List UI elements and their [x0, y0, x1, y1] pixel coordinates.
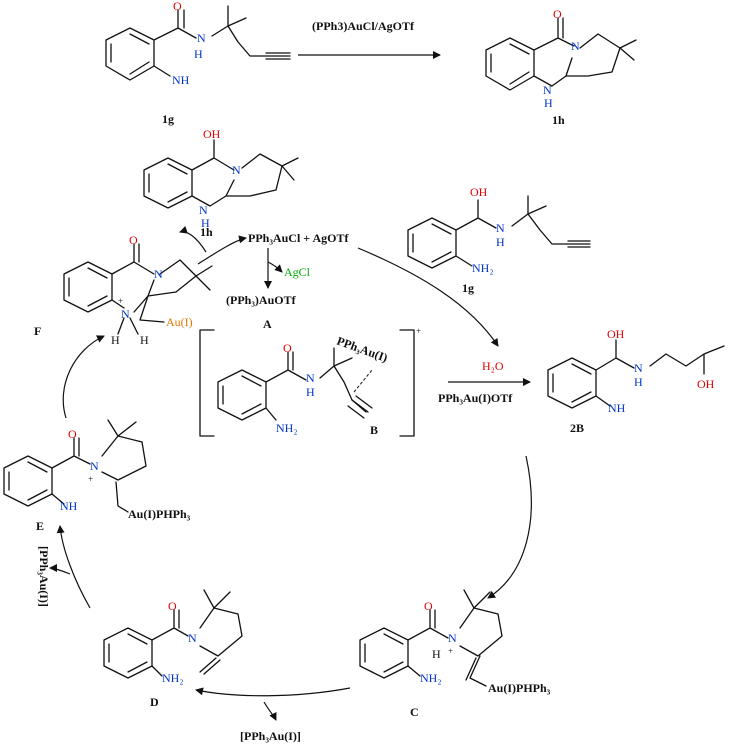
label-2B: 2B	[570, 421, 584, 435]
label-E: E	[36, 519, 44, 533]
catalyst-A: (PPh₃)AuOTf	[226, 293, 297, 307]
charge-plus: +	[448, 646, 453, 656]
atom-NH: NH	[172, 73, 190, 87]
compound-2B: OH N H NH OH 2B	[547, 327, 725, 435]
atom-O: O	[129, 233, 138, 247]
atom-NH: NH	[60, 499, 78, 513]
release-arrow	[179, 225, 207, 253]
label-1h-release: 1h	[200, 225, 213, 239]
auration-arrow	[56, 525, 91, 609]
atom-O: O	[283, 341, 292, 355]
atom-N: N	[232, 163, 241, 177]
charge-plus: +	[88, 474, 93, 484]
atom-NH2: NH₂	[472, 261, 494, 275]
label-1g-top: 1g	[162, 112, 174, 126]
atom-NH2: NH₂	[420, 671, 442, 685]
protodeauration-arrow	[195, 687, 351, 697]
pph3auotf-text: PPh₃Au(I)OTf	[438, 391, 513, 405]
atom-N: N	[634, 361, 643, 375]
atom-Au: Au(I)	[166, 315, 193, 329]
atom-N: N	[90, 459, 99, 473]
label-1h-top: 1h	[552, 113, 565, 127]
release-au-arrow	[263, 701, 277, 721]
regen-arrow	[197, 235, 247, 265]
label-D: D	[150, 695, 159, 709]
cyclization-arrow	[487, 455, 532, 599]
intermediate-C: O N + H NH₂ Au(I)PHPh₃ C	[359, 589, 551, 719]
atom-N: N	[543, 83, 552, 97]
atom-OH: OH	[470, 185, 488, 199]
atom-N: N	[197, 31, 206, 45]
atom-H: H	[194, 47, 203, 61]
atom-O: O	[68, 427, 77, 441]
molecule-1h-cycle: OH N N H	[143, 127, 299, 230]
label-1g-right: 1g	[462, 281, 474, 295]
atom-AuPHPh3-E: Au(I)PHPh₃	[128, 507, 191, 521]
cyclization-F-arrow	[62, 335, 105, 419]
atom-H: H	[432, 647, 441, 661]
atom-H: H	[140, 333, 149, 347]
hydration-arrow	[357, 247, 499, 347]
agcl-arrow	[267, 261, 283, 273]
reagent-text: (PPh3)AuCl/AgOTf	[312, 19, 415, 33]
atom-H: H	[544, 96, 553, 110]
molecule-1h-top: O N N H 1h	[485, 7, 637, 127]
atom-O: O	[553, 7, 562, 21]
charge-plus-B: +	[416, 326, 421, 336]
atom-H: H	[201, 216, 210, 230]
atom-O: O	[424, 599, 433, 613]
atom-H: H	[306, 385, 315, 399]
atom-H: H	[634, 375, 643, 389]
atom-N: N	[571, 39, 580, 53]
atom-N: N	[188, 631, 197, 645]
intermediate-E: O N + NH Au(I)PHPh₃ E	[3, 419, 191, 533]
atom-O: O	[168, 599, 177, 613]
atom-N: N	[121, 307, 130, 321]
intermediate-F: O N N + H H Au(I) F	[34, 233, 213, 347]
h2o-text: H₂O	[482, 359, 504, 373]
atom-N: N	[199, 203, 208, 217]
intermediate-D: O N NH₂ D	[103, 589, 243, 709]
pph3au-bottom: [PPh₃Au(I)]	[240, 729, 301, 743]
pi-interaction	[353, 369, 373, 393]
atom-N: N	[496, 221, 505, 235]
molecule-1g-top: O N H NH 1g	[105, 0, 291, 126]
atom-N: N	[306, 371, 315, 385]
label-F: F	[34, 324, 41, 338]
label-A: A	[263, 317, 272, 331]
atom-AuPHPh3: Au(I)PHPh₃	[488, 681, 551, 695]
intermediate-B: + O N H NH₂ PPh₃Au(I) B	[199, 326, 421, 437]
pph3au-B: PPh₃Au(I)	[335, 334, 390, 365]
atom-OH: OH	[203, 127, 221, 141]
pph3au-left: [PPh₃Au(I)]	[37, 546, 51, 607]
add-au-arrow	[49, 564, 71, 575]
atom-H: H	[496, 235, 505, 249]
atom-N: N	[154, 267, 163, 281]
molecule-1g-right: OH N H NH₂ 1g	[407, 185, 591, 295]
atom-NH: NH	[608, 401, 626, 415]
atom-NH2: NH₂	[276, 421, 298, 435]
agcl-text: AgCl	[284, 265, 311, 279]
atom-OH: OH	[607, 327, 625, 341]
atom-NH2: NH₂	[162, 671, 184, 685]
atom-N: N	[448, 631, 457, 645]
atom-O: O	[173, 0, 182, 13]
catalyst-mix: PPh₃AuCl + AgOTf	[248, 231, 349, 245]
label-B: B	[370, 423, 378, 437]
label-C: C	[410, 705, 419, 719]
atom-H: H	[111, 333, 120, 347]
atom-OH: OH	[697, 377, 715, 391]
charge-plus: +	[118, 296, 123, 306]
